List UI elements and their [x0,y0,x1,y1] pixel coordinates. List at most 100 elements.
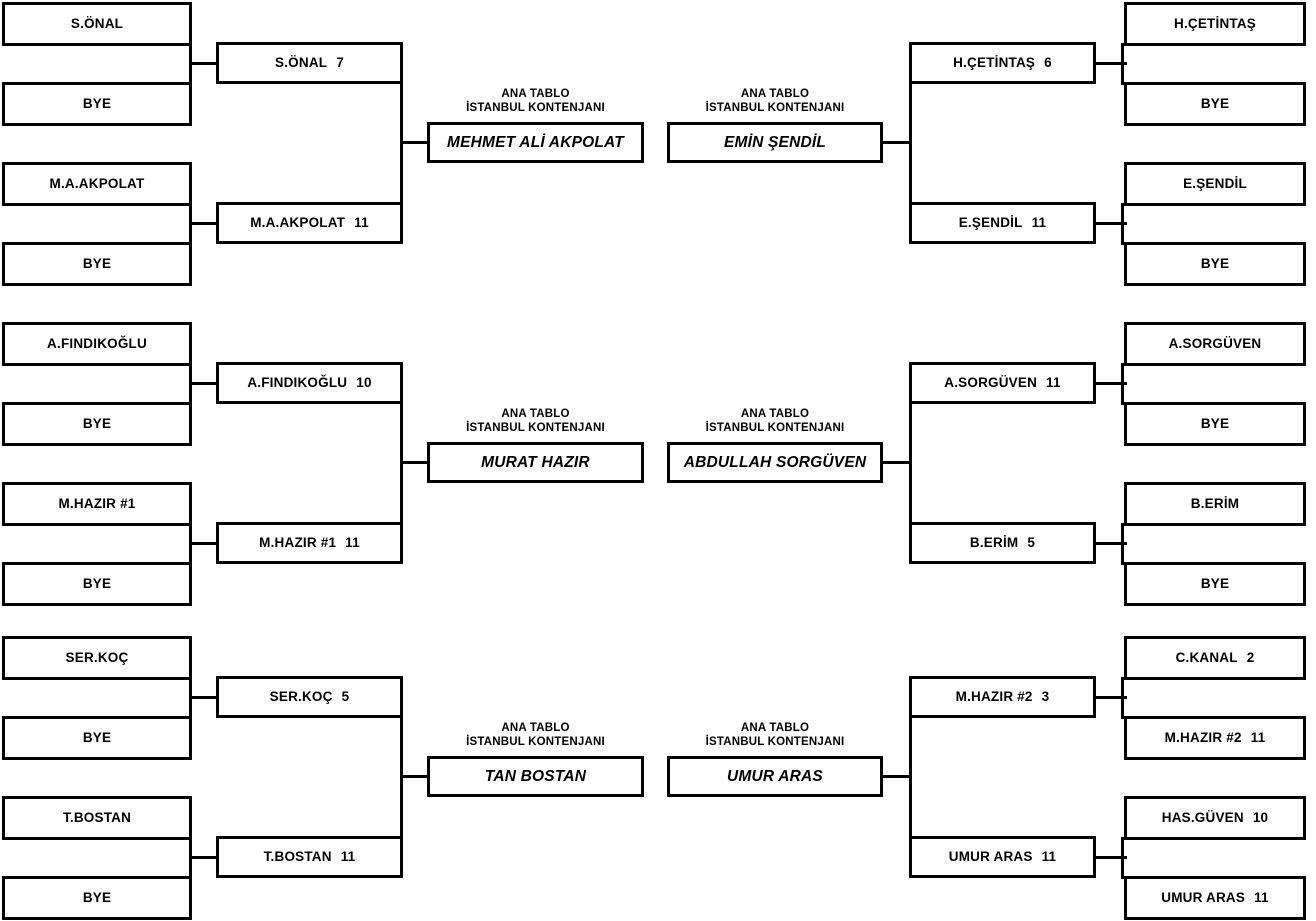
competitor-name: SER.KOÇ [269,689,333,705]
competitor-score: 7 [336,55,344,71]
round1-slot[interactable]: B.ERİM [1124,482,1306,526]
competitor-score: 5 [341,689,350,705]
round2-slot[interactable]: S.ÖNAL 7 [216,42,403,84]
round1-slot[interactable]: M.A.AKPOLAT [2,162,192,206]
competitor-name: BYE [82,96,112,112]
competitor-score: 10 [1252,810,1269,826]
round1-slot[interactable]: SER.KOÇ [2,636,192,680]
round2-slot[interactable]: B.ERİM 5 [909,522,1096,564]
competitor-score: 2 [1246,650,1255,666]
qualifier-box[interactable]: ABDULLAH SORGÜVEN [667,442,883,483]
competitor-name: M.HAZIR #1 [259,535,337,551]
round1-slot[interactable]: S.ÖNAL [2,2,192,46]
competitor-name: A.SORGÜVEN [944,375,1038,391]
qualifier-name: MURAT HAZIR [481,453,590,471]
competitor-name: H.ÇETİNTAŞ [953,55,1036,71]
round1-slot[interactable]: BYE [2,876,192,920]
competitor-name: C.KANAL [1175,650,1238,666]
competitor-score: 10 [356,375,372,391]
competitor-name: T.BOSTAN [62,810,132,826]
round1-slot[interactable]: BYE [1124,562,1306,606]
competitor-score: 11 [1041,849,1057,865]
qualifier-name: TAN BOSTAN [484,767,587,785]
caption-line-2: İSTANBUL KONTENJANI [466,421,605,434]
competitor-name: BYE [82,576,112,592]
round2-slot[interactable]: SER.KOÇ 5 [216,676,403,718]
competitor-score: 11 [340,849,356,865]
caption-line-1: ANA TABLO [740,722,810,734]
round1-slot[interactable]: A.FINDIKOĞLU [2,322,192,366]
competitor-name: BYE [82,256,112,272]
competitor-score: 6 [1044,55,1052,71]
round1-slot[interactable]: E.ŞENDİL [1124,162,1306,206]
round2-slot[interactable]: H.ÇETİNTAŞ 6 [909,42,1096,84]
qualifier-box[interactable]: MURAT HAZIR [427,442,644,483]
competitor-name: UMUR ARAS [948,849,1033,865]
round1-slot[interactable]: T.BOSTAN [2,796,192,840]
bracket-connector-horizontal [1096,695,1127,699]
competitor-score: 11 [1046,375,1061,391]
round1-slot[interactable]: A.SORGÜVEN [1124,322,1306,366]
bracket-connector-horizontal [1096,541,1127,545]
round1-slot[interactable]: BYE [2,716,192,760]
round1-slot[interactable]: M.HAZIR #1 [2,482,192,526]
caption-line-2: İSTANBUL KONTENJANI [705,101,845,114]
bracket-connector-horizontal [189,221,219,225]
round1-slot[interactable]: C.KANAL 2 [1124,636,1306,680]
qualifier-box[interactable]: TAN BOSTAN [427,756,644,797]
competitor-name: B.ERİM [969,535,1019,551]
round1-slot[interactable]: BYE [2,402,192,446]
competitor-name: BYE [1200,416,1230,432]
bracket-connector-horizontal [400,775,427,778]
competitor-name: S.ÖNAL [70,16,124,32]
round1-slot[interactable]: BYE [2,82,192,126]
competitor-name: M.HAZIR #1 [58,496,136,512]
competitor-name: B.ERİM [1190,496,1240,512]
qualifier-box[interactable]: EMİN ŞENDİL [667,122,883,163]
competitor-name: M.HAZIR #2 [1164,730,1242,746]
competitor-name: S.ÖNAL [275,55,328,71]
round1-slot[interactable]: BYE [2,562,192,606]
caption-line-2: İSTANBUL KONTENJANI [466,101,605,114]
caption-line-2: İSTANBUL KONTENJANI [705,421,845,434]
caption-line-1: ANA TABLO [740,88,810,100]
bracket-connector-horizontal [189,695,219,699]
competitor-name: M.HAZIR #2 [955,689,1033,705]
round1-slot[interactable]: BYE [1124,242,1306,286]
competitor-name: SER.KOÇ [65,650,129,666]
bracket-connector-horizontal [189,855,219,859]
competitor-name: E.ŞENDİL [958,215,1023,231]
competitor-score: 5 [1027,535,1036,551]
round2-slot[interactable]: T.BOSTAN 11 [216,836,403,878]
competitor-name: H.ÇETİNTAŞ [1174,16,1256,32]
round1-slot[interactable]: BYE [2,242,192,286]
qualifier-name: EMİN ŞENDİL [723,133,827,151]
competitor-score: 11 [354,215,369,231]
bracket-connector-horizontal [400,461,427,464]
qualifier-box[interactable]: MEHMET ALİ AKPOLAT [427,122,644,163]
competitor-name: T.BOSTAN [263,849,332,865]
qualifier-box[interactable]: UMUR ARAS [667,756,883,797]
caption-line-1: ANA TABLO [501,88,570,100]
qualifier-name: ABDULLAH SORGÜVEN [683,453,867,471]
round2-slot[interactable]: UMUR ARAS 11 [909,836,1096,878]
round2-slot[interactable]: A.SORGÜVEN 11 [909,362,1096,404]
caption-line-1: ANA TABLO [501,722,570,734]
round1-slot[interactable]: H.ÇETİNTAŞ [1124,2,1306,46]
round1-slot[interactable]: BYE [1124,82,1306,126]
bracket-connector-horizontal [189,541,219,545]
caption-line-2: İSTANBUL KONTENJANI [705,735,845,748]
round1-slot[interactable]: BYE [1124,402,1306,446]
competitor-score: 11 [1254,890,1269,906]
bracket-connector-horizontal [883,141,912,144]
